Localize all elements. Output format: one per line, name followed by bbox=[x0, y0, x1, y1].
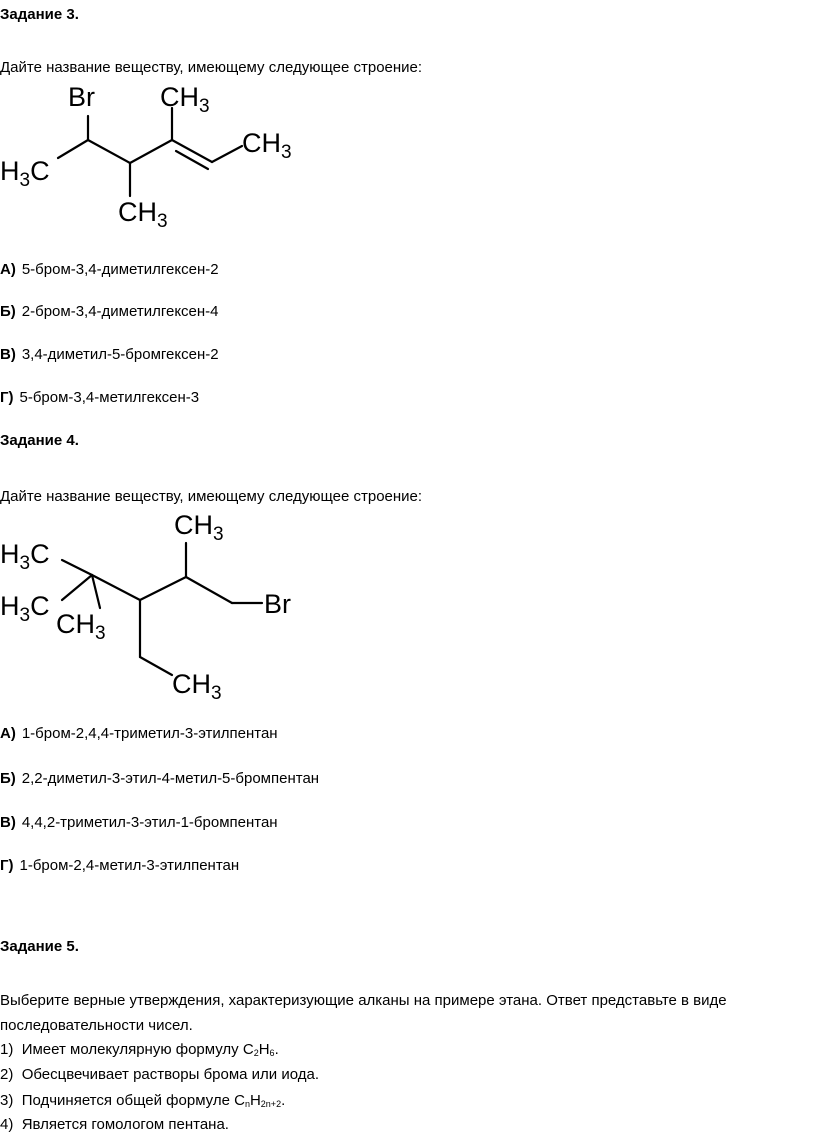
task4-option-b: Б)2,2-диметил-3-этил-4-метил-5-бромпента… bbox=[0, 770, 320, 787]
label-ch3-bottom: CH3 bbox=[118, 197, 168, 232]
bond-h3c2-cq bbox=[60, 573, 94, 602]
label-ch3-top: CH3 bbox=[174, 510, 224, 545]
task3-option-b: Б)2-бром-3,4-диметилгексен-4 bbox=[0, 303, 219, 320]
bond-ch2-ch3 bbox=[138, 655, 174, 677]
bond-c4-c3 bbox=[128, 138, 174, 165]
label-h3c: H3C bbox=[0, 156, 50, 191]
bond-c5-c4 bbox=[86, 138, 132, 165]
task3-option-c: В)3,4-диметил-5-бромгексен-2 bbox=[0, 346, 219, 363]
task3-title: Задание 3. bbox=[0, 6, 79, 23]
task4-structure: CH3 H3C H3C CH3 Br CH3 bbox=[0, 505, 320, 705]
task3-structure: Br CH3 CH3 H3C CH3 bbox=[0, 78, 320, 238]
label-br: Br bbox=[264, 589, 291, 619]
label-ch3-top: CH3 bbox=[160, 82, 210, 117]
bond-cq-c3 bbox=[90, 573, 142, 602]
bond-c2-c1 bbox=[184, 575, 234, 605]
task5-statement-3: 3) Подчиняется общей формуле CnH2n+2. bbox=[0, 1092, 286, 1109]
label-ch3-bottom: CH3 bbox=[172, 669, 222, 704]
label-h3c-upper: H3C bbox=[0, 539, 50, 574]
bond-c3-c2 bbox=[138, 575, 188, 602]
label-h3c-lower: H3C bbox=[0, 591, 50, 626]
task4-option-d: Г)1-бром-2,4-метил-3-этилпентан bbox=[0, 857, 240, 874]
task4-option-a: А)1-бром-2,4,4-триметил-3-этилпентан bbox=[0, 725, 278, 742]
bond-h3c-c5 bbox=[56, 138, 90, 160]
task5-statement-2: 2) Обесцвечивает растворы брома или иода… bbox=[0, 1066, 319, 1083]
bond-c3-c2 bbox=[170, 138, 214, 164]
task4-title: Задание 4. bbox=[0, 432, 79, 449]
task5-prompt-line1: Выберите верные утверждения, характеризу… bbox=[0, 992, 727, 1009]
task3-structure-svg: Br CH3 CH3 H3C CH3 bbox=[0, 82, 292, 232]
task3-option-a: А)5-бром-3,4-диметилгексен-2 bbox=[0, 261, 219, 278]
bond-h3c1-cq bbox=[60, 558, 94, 577]
bond-c2-ch3 bbox=[210, 144, 244, 164]
task5-prompt-line2: последовательности чисел. bbox=[0, 1017, 193, 1034]
label-ch3-right: CH3 bbox=[242, 128, 292, 163]
task4-structure-svg: CH3 H3C H3C CH3 Br CH3 bbox=[0, 510, 291, 704]
task3-prompt: Дайте название веществу, имеющему следую… bbox=[0, 59, 423, 76]
bond-c3-c2-double bbox=[174, 149, 210, 171]
task5-statement-1: 1) Имеет молекулярную формулу C2H6. bbox=[0, 1041, 279, 1058]
label-br: Br bbox=[68, 82, 95, 112]
task5-statement-4: 4) Является гомологом пентана. bbox=[0, 1116, 229, 1133]
task4-option-c: В)4,4,2-триметил-3-этил-1-бромпентан bbox=[0, 814, 278, 831]
task4-prompt: Дайте название веществу, имеющему следую… bbox=[0, 488, 423, 505]
bond-cq-ch3 bbox=[90, 573, 102, 610]
task5-title: Задание 5. bbox=[0, 938, 79, 955]
task3-option-d: Г)5-бром-3,4-метилгексен-3 bbox=[0, 389, 200, 406]
label-ch3-mid: CH3 bbox=[56, 609, 106, 644]
